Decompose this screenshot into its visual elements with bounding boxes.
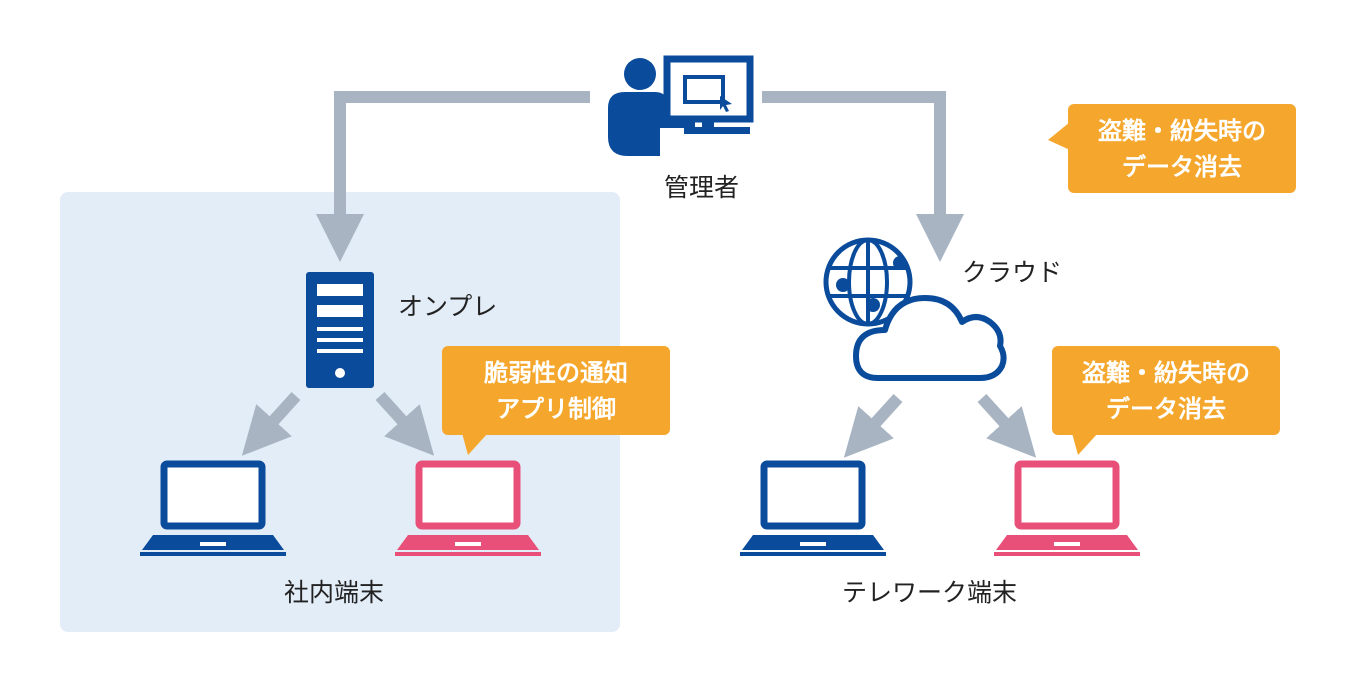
callout-text-cloud: 盗難・紛失時の データ消去	[1052, 355, 1280, 427]
office-devices-label: 社内端末	[284, 578, 385, 607]
callout-bubble-top-right	[1048, 104, 1296, 193]
callout-text-onprem: 脆弱性の通知 アプリ制御	[442, 355, 670, 427]
globe-icon	[823, 237, 913, 327]
admin-label: 管理者	[664, 173, 740, 202]
callout-line: 盗難・紛失時の	[1082, 359, 1250, 387]
cloud-icon	[853, 295, 1007, 381]
callout-line: 脆弱性の通知	[484, 359, 628, 387]
arrow-cloud-to-telework-laptop-pink	[977, 393, 1037, 458]
callout-bubble-cloud	[1052, 346, 1280, 455]
callout-line: データ消去	[1122, 153, 1242, 181]
callout-bubble-onprem	[442, 346, 670, 455]
laptop-icon-office-pink	[395, 460, 541, 556]
callout-line: 盗難・紛失時の	[1098, 117, 1266, 145]
laptop-icon-telework-blue	[740, 460, 886, 556]
laptop-icon-telework-pink	[994, 460, 1140, 556]
cloud-label: クラウド	[962, 258, 1063, 287]
onprem-label: オンプレ	[398, 292, 498, 321]
connector-admin-to-onprem	[316, 91, 590, 262]
arrow-server-to-office-laptop-pink	[375, 391, 435, 456]
connector-admin-to-cloud	[762, 91, 964, 262]
callout-line: データ消去	[1106, 395, 1226, 423]
arrow-cloud-to-telework-laptop-blue	[843, 393, 903, 458]
callout-line: アプリ制御	[496, 395, 616, 423]
arrow-server-to-office-laptop-blue	[241, 391, 301, 456]
admin-icon	[608, 55, 754, 156]
callout-text-top-right: 盗難・紛失時の データ消去	[1068, 113, 1296, 185]
telework-devices-label: テレワーク端末	[842, 578, 1018, 607]
server-icon	[306, 272, 374, 388]
laptop-icon-office-blue	[140, 460, 286, 556]
